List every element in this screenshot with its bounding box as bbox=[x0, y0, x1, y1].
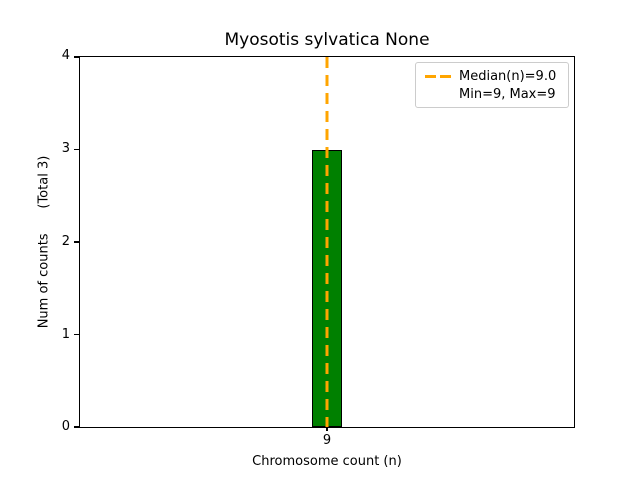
x-axis-label: Chromosome count (n) bbox=[252, 454, 402, 469]
y-tick-label-1: 1 bbox=[61, 327, 70, 342]
y-tick-label-0: 0 bbox=[61, 419, 70, 434]
legend: Median(n)=9.0 Min=9, Max=9 bbox=[415, 62, 569, 108]
y-tick-label-4: 4 bbox=[61, 48, 70, 63]
median-line bbox=[325, 57, 329, 427]
y-tick-label-2: 2 bbox=[61, 234, 70, 249]
x-tick-mark bbox=[326, 427, 328, 431]
y-tick-mark bbox=[74, 426, 79, 428]
plot-area bbox=[74, 56, 575, 431]
y-tick-mark bbox=[74, 56, 79, 58]
x-tick-label-9: 9 bbox=[322, 433, 332, 448]
legend-median-label: Median(n)=9.0 bbox=[459, 68, 557, 84]
legend-item-median: Median(n)=9.0 bbox=[425, 67, 562, 85]
median-dash-swatch-icon bbox=[425, 74, 453, 78]
y-tick-mark bbox=[74, 148, 79, 151]
legend-item-minmax: Min=9, Max=9 bbox=[425, 85, 562, 103]
y-tick-label-3: 3 bbox=[61, 141, 70, 156]
y-tick-mark bbox=[74, 241, 79, 243]
chart-title: Myosotis sylvatica None bbox=[224, 30, 430, 50]
y-tick-mark bbox=[74, 333, 79, 336]
legend-minmax-label: Min=9, Max=9 bbox=[459, 86, 556, 102]
legend-empty-handle bbox=[425, 93, 453, 96]
